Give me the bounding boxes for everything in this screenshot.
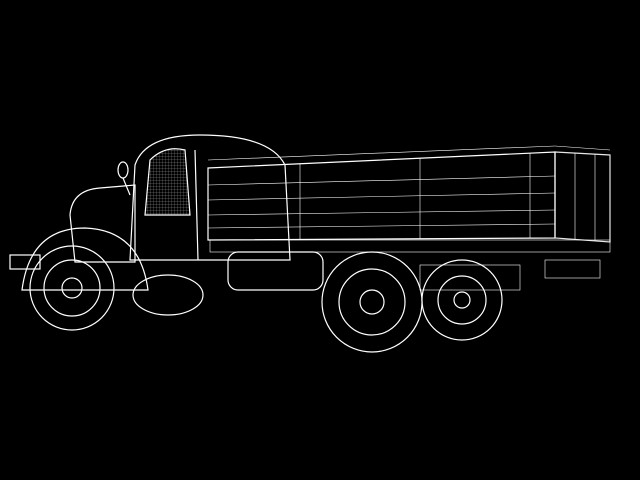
chassis xyxy=(227,251,601,291)
cab xyxy=(129,134,291,261)
rear-wheel xyxy=(421,259,503,341)
side-mirror xyxy=(117,161,129,179)
front-bumper xyxy=(9,254,41,270)
front-wheel xyxy=(21,227,204,331)
cargo-bed xyxy=(207,145,611,253)
middle-wheel xyxy=(321,251,423,353)
hood xyxy=(9,161,136,270)
